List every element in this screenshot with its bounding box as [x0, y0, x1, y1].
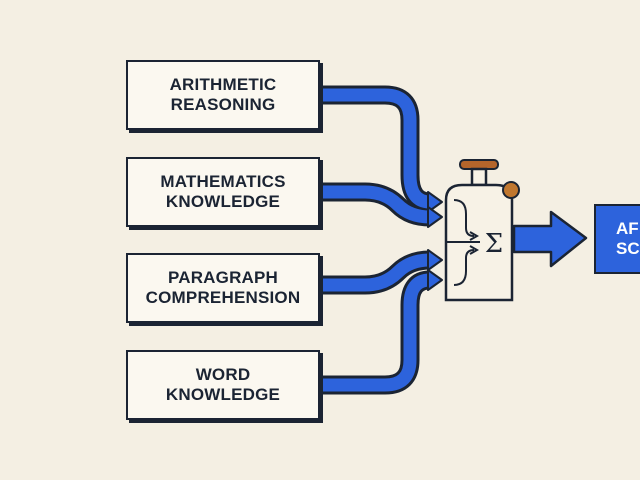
connector-arithmetic: [320, 88, 431, 209]
input-label-line2: KNOWLEDGE: [165, 385, 281, 404]
connector-word: [320, 273, 431, 392]
input-label-line1: PARAGRAPH: [167, 268, 279, 287]
device-cap: [459, 159, 499, 170]
input-box-mathematics-knowledge: MATHEMATICS KNOWLEDGE: [126, 157, 320, 227]
output-label-line1: AF: [616, 219, 639, 238]
device-neck: [470, 167, 488, 187]
input-label-line1: WORD: [195, 365, 251, 384]
input-label-line1: ARITHMETIC: [169, 75, 277, 94]
knob-icon: [502, 181, 520, 199]
sigma-symbol: Σ: [485, 229, 503, 259]
connector-paragraph: [320, 253, 431, 292]
input-label-line2: COMPREHENSION: [145, 288, 301, 307]
arrowhead-2: [427, 206, 443, 228]
input-label-line2: REASONING: [170, 95, 276, 114]
arrowhead-3: [427, 249, 443, 271]
input-box-paragraph-comprehension: PARAGRAPH COMPREHENSION: [126, 253, 320, 323]
output-box: AF SC: [594, 204, 640, 274]
inner-curve-top: [453, 199, 475, 237]
arrowhead-4: [427, 269, 443, 291]
output-label-line2: SC: [616, 239, 640, 258]
input-box-arithmetic-reasoning: ARITHMETIC REASONING: [126, 60, 320, 130]
input-label-line1: MATHEMATICS: [160, 172, 286, 191]
input-label-line2: KNOWLEDGE: [165, 192, 281, 211]
output-arrow: [512, 210, 588, 268]
connector-mathematics: [320, 185, 431, 224]
arrowhead-1: [427, 191, 443, 213]
inner-curve-bottom: [453, 249, 475, 286]
sum-device: Σ: [444, 159, 520, 302]
input-box-word-knowledge: WORD KNOWLEDGE: [126, 350, 320, 420]
